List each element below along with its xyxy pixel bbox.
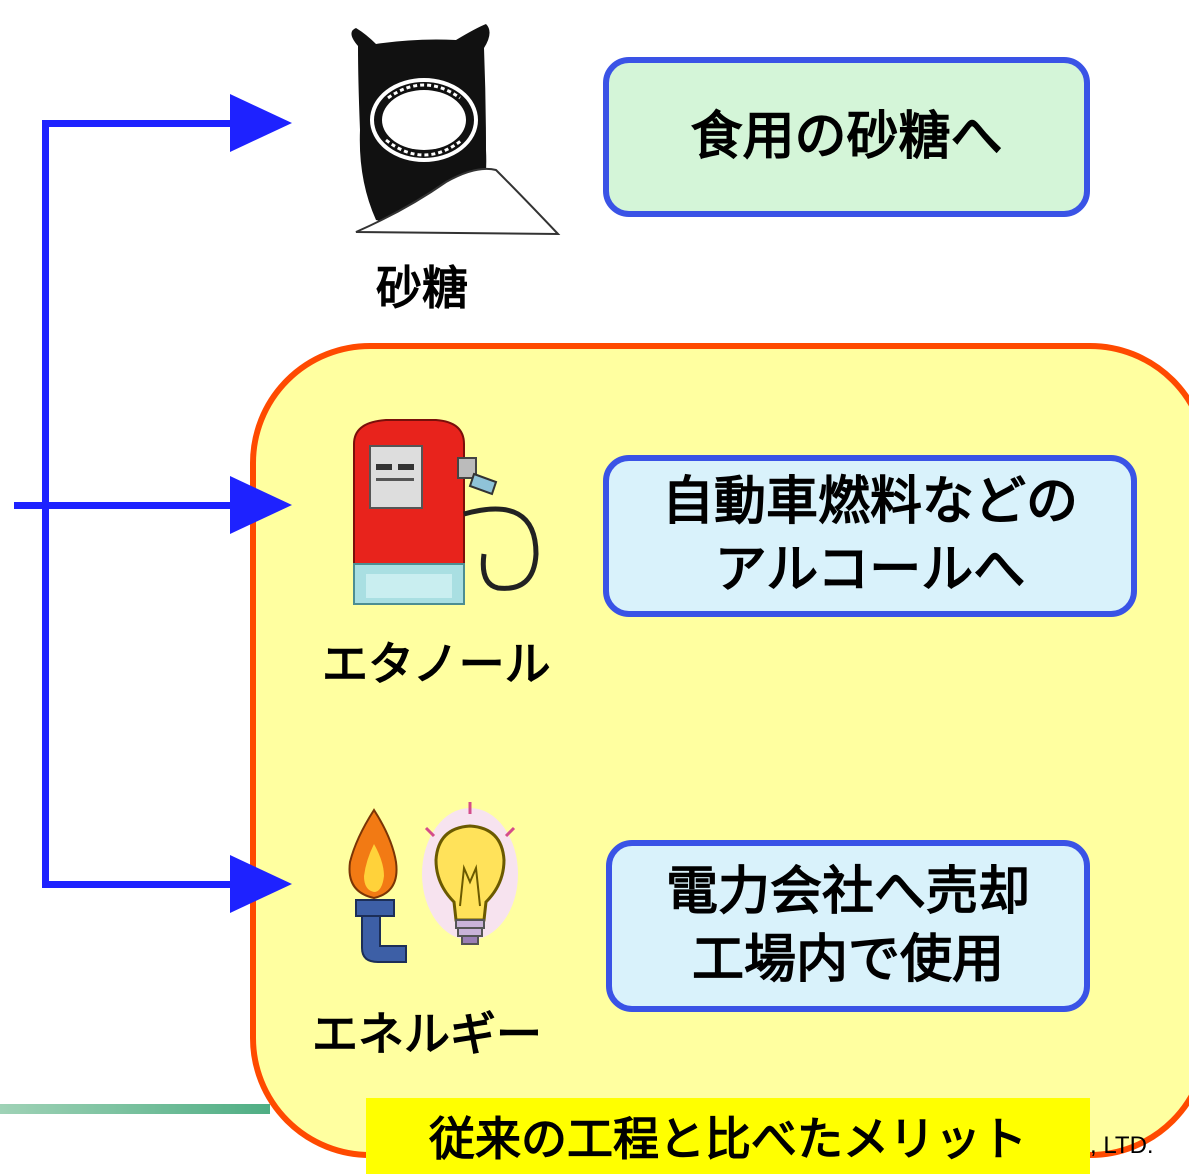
arrowhead-sugar <box>230 94 292 152</box>
flame-lightbulb-icon <box>348 802 518 963</box>
arrowhead-energy <box>230 855 292 913</box>
arrowhead-ethanol <box>230 476 292 534</box>
destination-line: 自動車燃料などの <box>661 472 1078 532</box>
destination-line: アルコールへ <box>714 540 1026 600</box>
destination-box-sugar: 食用の砂糖へ <box>603 57 1090 217</box>
footer-bar <box>0 1104 270 1114</box>
sugar-sack-icon <box>351 24 561 236</box>
product-label-energy: エネルギー <box>312 1007 542 1061</box>
product-label-ethanol: エタノール <box>322 637 551 691</box>
partial-text: , LTD. <box>1090 1132 1154 1159</box>
destination-line: 食用の砂糖へ <box>690 107 1003 167</box>
destination-line: 工場内で使用 <box>691 930 1004 990</box>
connector-branch-energy <box>42 881 242 888</box>
merit-caption: 従来の工程と比べたメリット <box>366 1098 1090 1174</box>
connector-branch-ethanol <box>14 502 242 509</box>
destination-box-energy: 電力会社へ売却 工場内で使用 <box>606 840 1090 1012</box>
product-label-sugar: 砂糖 <box>376 261 468 315</box>
destination-box-ethanol: 自動車燃料などの アルコールへ <box>603 455 1137 617</box>
connector-branch-sugar <box>42 120 242 127</box>
destination-line: 電力会社へ売却 <box>665 862 1030 922</box>
fuel-pump-icon <box>353 419 539 605</box>
